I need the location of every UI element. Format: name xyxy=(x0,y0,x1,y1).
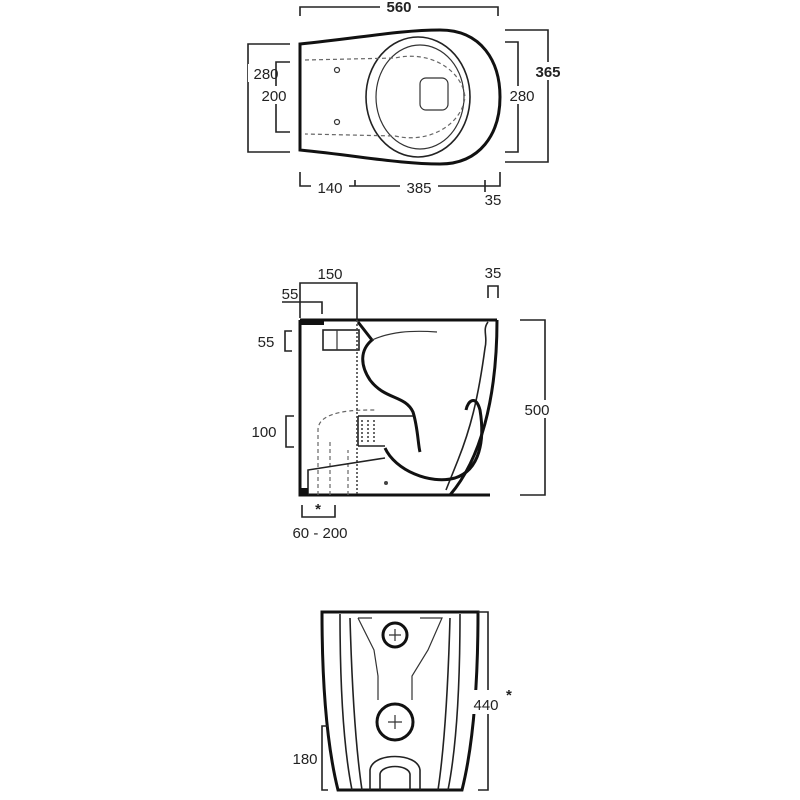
dimension-line-55-top xyxy=(282,301,323,314)
dimension-line-60-200 xyxy=(301,505,336,518)
dimension-385: 385 xyxy=(406,180,431,197)
base-wedge xyxy=(307,457,386,495)
dimension-55-top: 55 xyxy=(282,286,299,303)
fixing-hole-top xyxy=(333,66,341,74)
seat-outer xyxy=(365,36,471,158)
front-inner-right xyxy=(437,613,461,791)
height-marker: * xyxy=(506,687,512,704)
dimension-365: 365 xyxy=(535,64,560,81)
fixing-dot xyxy=(384,481,388,485)
dimension-280-left: 280 xyxy=(253,66,278,83)
back-wall xyxy=(298,320,490,497)
dimension-60-200: 60 - 200 xyxy=(292,525,347,542)
dimension-140: 140 xyxy=(317,180,342,197)
dimension-line-180 xyxy=(321,725,328,791)
dimension-100: 100 xyxy=(251,424,276,441)
dimension-180: 180 xyxy=(292,751,317,768)
bowl-bottom xyxy=(383,399,484,482)
outlet-marker: * xyxy=(315,501,321,518)
outlet xyxy=(357,415,413,447)
fixing-hole-bottom xyxy=(333,118,341,126)
inlet-cross xyxy=(389,629,401,641)
flush-plate xyxy=(419,77,449,111)
dimension-line-365 xyxy=(505,29,549,163)
front-view: 440 * 180 xyxy=(292,610,522,792)
dimension-200: 200 xyxy=(261,88,286,105)
pan-connector-dashed xyxy=(317,409,375,495)
dimension-35-bottom: 35 xyxy=(485,192,502,209)
dimension-55-inlet: 55 xyxy=(258,334,275,351)
bowl-outline-top xyxy=(298,28,502,166)
inner-rim xyxy=(445,321,489,491)
dimension-line-100 xyxy=(285,415,294,448)
outlet-hole xyxy=(375,702,415,742)
outer-profile xyxy=(448,319,499,496)
outlet-cross xyxy=(388,715,402,729)
bowl-profile xyxy=(356,321,422,453)
inlet-top-bar xyxy=(300,320,324,325)
dimension-440: 440 xyxy=(473,697,498,714)
outlet-ribs xyxy=(361,420,375,444)
inlet xyxy=(322,329,360,351)
dimension-line-280-left xyxy=(247,43,290,153)
dimension-35-top: 35 xyxy=(485,265,502,282)
dimension-line-35-top xyxy=(487,285,499,298)
seat-inner xyxy=(375,44,465,150)
side-view: 150 55 35 500 55 100 * 60 - 200 xyxy=(251,265,558,542)
front-inner-left xyxy=(339,613,363,791)
inner-channel xyxy=(357,617,443,700)
dimension-560: 560 xyxy=(386,0,411,16)
dimension-line-150 xyxy=(299,282,358,320)
base-arch xyxy=(369,755,421,790)
dimension-line-55-inlet xyxy=(284,330,292,352)
floor-corner xyxy=(300,488,308,495)
top-view: 560 365 280 280 200 140 385 35 xyxy=(247,0,564,209)
bowl-inner-dashed xyxy=(304,55,466,139)
inlet-hole xyxy=(381,621,409,649)
front-outline xyxy=(320,610,480,792)
dimension-150: 150 xyxy=(317,266,342,283)
dimension-280-right: 280 xyxy=(509,88,534,105)
seat-line xyxy=(371,330,438,341)
dimension-500: 500 xyxy=(524,402,549,419)
